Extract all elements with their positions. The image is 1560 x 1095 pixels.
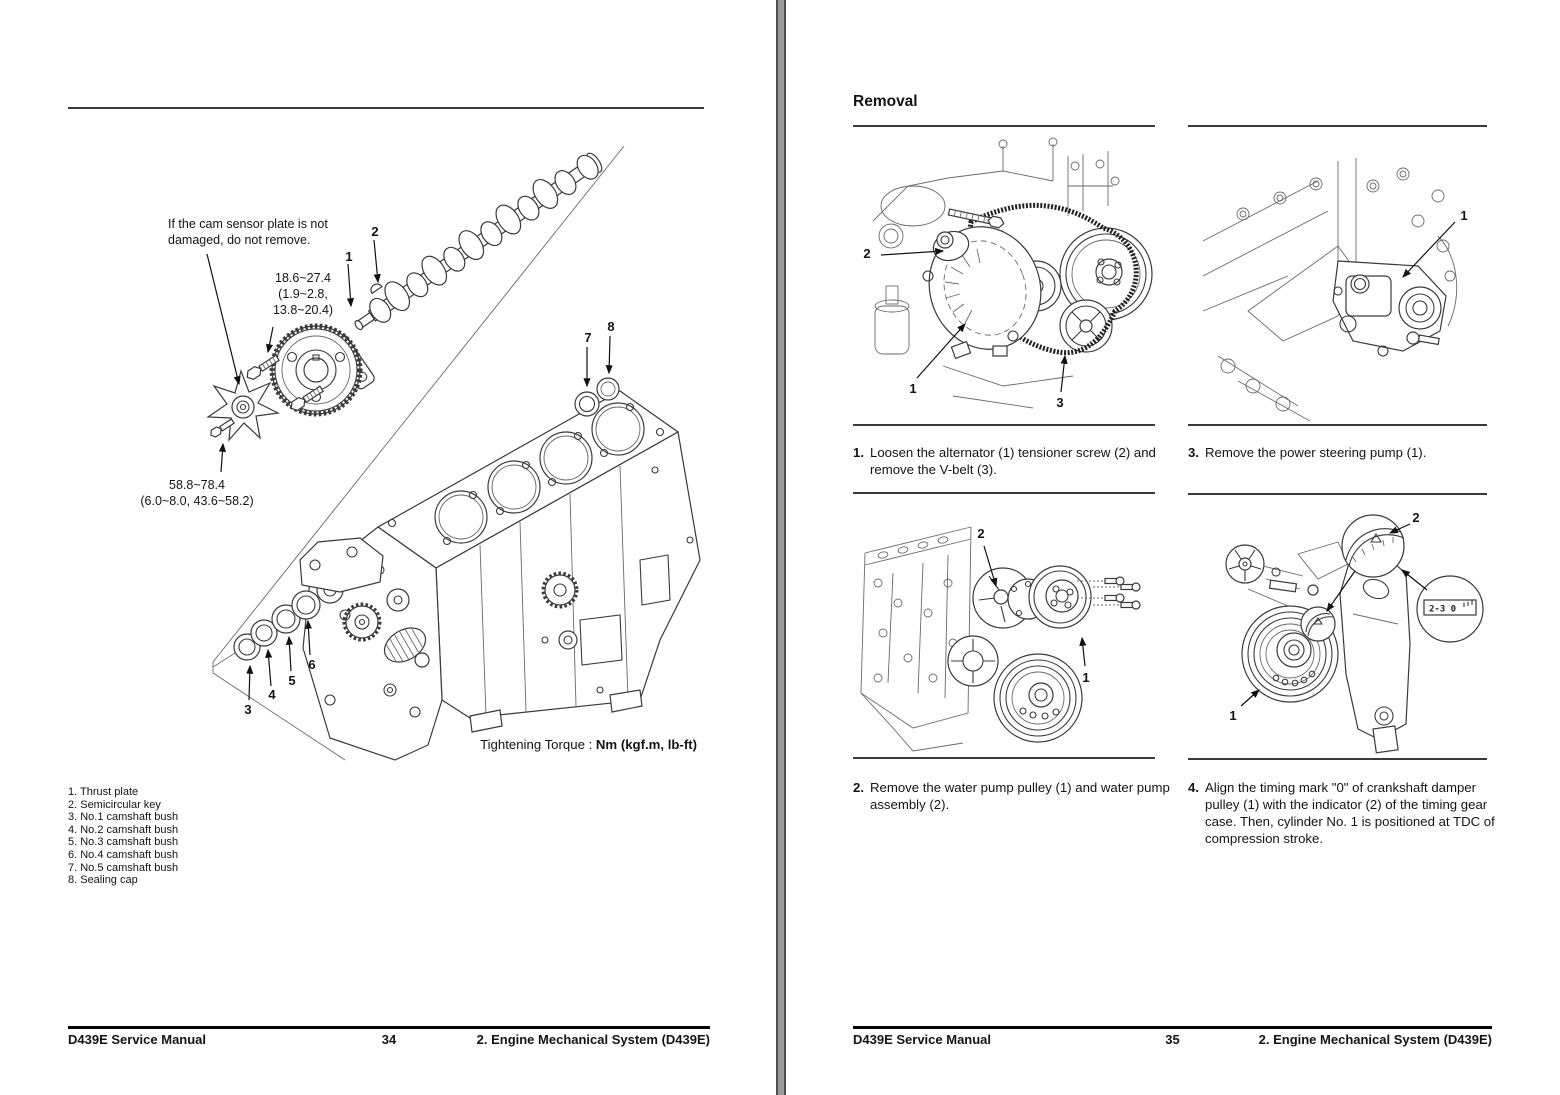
rule-col2-top <box>1188 125 1487 127</box>
camshaft <box>354 152 603 331</box>
callout-4: 4 <box>268 687 276 702</box>
sensor-plate-bolt <box>210 418 235 438</box>
page-left-footer: D439E Service Manual 34 2. Engine Mechan… <box>68 1032 710 1048</box>
page-right-footer: D439E Service Manual 35 2. Engine Mechan… <box>853 1032 1492 1048</box>
torque-spec-bottom: 58.8~78.4 (6.0~8.0, 43.6~58.2) <box>140 478 254 508</box>
parts-list-item: 5. No.3 camshaft bush <box>68 836 179 849</box>
gear-bolt <box>246 354 280 381</box>
rule-col1-mid1 <box>853 424 1155 426</box>
panel-timing-mark: 2-3 0 <box>1225 514 1484 754</box>
footer-page-number: 35 <box>1165 1032 1180 1047</box>
camshaft-exploded-diagram <box>206 145 701 761</box>
panel1-label-3: 3 <box>1056 395 1064 410</box>
step-1: 1. Loosen the alternator (1) tensioner s… <box>853 444 1172 478</box>
callout-5: 5 <box>288 673 296 688</box>
step-3: 3. Remove the power steering pump (1). <box>1188 444 1504 461</box>
page-divider <box>776 0 786 1095</box>
rule-col2-mid1 <box>1188 424 1487 426</box>
footer-section-title: 2. Engine Mechanical System (D439E) <box>1258 1032 1492 1047</box>
step-text: Loosen the alternator (1) tensioner scre… <box>870 445 1156 477</box>
panel3-label-2: 2 <box>977 526 985 541</box>
page-right-footer-rule <box>853 1026 1492 1029</box>
panel1-label-1: 1 <box>909 381 917 396</box>
callout-7: 7 <box>584 330 592 345</box>
camshaft-bushes <box>233 590 321 661</box>
footer-manual-title: D439E Service Manual <box>68 1032 207 1047</box>
panel4-label-1: 1 <box>1229 708 1237 723</box>
panel-alternator <box>872 137 1153 409</box>
panel-water-pump <box>860 526 1141 752</box>
page-left-top-rule <box>68 107 704 109</box>
rule-col2-mid2 <box>1188 493 1487 495</box>
step-number: 2. <box>853 780 864 795</box>
parts-list: 1. Thrust plate 2. Semicircular key 3. N… <box>68 786 178 887</box>
gear-bolt-2 <box>290 385 324 412</box>
tightening-torque-line: Tightening Torque : Nm (kgf.m, lb-ft) <box>480 737 697 752</box>
rule-col1-top <box>853 125 1155 127</box>
panel1-label-2: 2 <box>863 246 871 261</box>
torque-spec-top: 18.6~27.4 (1.9~2.8, 13.8~20.4) <box>272 271 334 317</box>
step-4: 4. Align the timing mark "0" of cranksha… <box>1188 779 1504 847</box>
step-text: Remove the power steering pump (1). <box>1205 445 1427 460</box>
parts-list-item: 7. No.5 camshaft bush <box>68 861 179 874</box>
callout-1: 1 <box>345 249 353 264</box>
step-text: Align the timing mark "0" of crankshaft … <box>1205 780 1495 846</box>
parts-list-item: 3. No.1 camshaft bush <box>68 811 179 824</box>
semicircular-key <box>370 283 383 295</box>
panel-power-steering <box>1202 158 1458 422</box>
footer-section-title: 2. Engine Mechanical System (D439E) <box>476 1032 710 1047</box>
step-text: Remove the water pump pulley (1) and wat… <box>870 780 1170 812</box>
rule-col1-mid2 <box>853 492 1155 494</box>
callout-8: 8 <box>607 319 615 334</box>
engine-block <box>299 390 701 761</box>
step-number: 1. <box>853 445 864 460</box>
cam-gear <box>269 323 363 417</box>
callout-2: 2 <box>371 224 379 239</box>
panel3-label-1: 1 <box>1082 670 1090 685</box>
parts-list-item: 4. No.2 camshaft bush <box>68 823 179 836</box>
timing-scale-text: 2-3 0 <box>1429 605 1456 615</box>
left-diagram-arrows <box>206 239 613 701</box>
cam-sensor-plate <box>206 369 281 442</box>
page-left-footer-rule <box>68 1026 710 1029</box>
parts-list-item: 6. No.4 camshaft bush <box>68 848 179 861</box>
panel4-label-2: 2 <box>1412 510 1420 525</box>
step-2: 2. Remove the water pump pulley (1) and … <box>853 779 1172 813</box>
rule-col1-bottom <box>853 757 1155 759</box>
panel2-label-1: 1 <box>1460 208 1468 223</box>
callout-6: 6 <box>308 657 316 672</box>
step-number: 3. <box>1188 445 1199 460</box>
rear-bush-and-cap <box>574 377 620 417</box>
cylinder-bores <box>434 402 645 544</box>
callout-3: 3 <box>244 702 252 717</box>
parts-list-item: 1. Thrust plate <box>68 786 139 798</box>
parts-list-item: 2. Semicircular key <box>68 798 161 811</box>
pump-bolts <box>1077 576 1141 610</box>
footer-manual-title: D439E Service Manual <box>853 1032 992 1047</box>
gasket-holes <box>387 402 665 546</box>
step-number: 4. <box>1188 780 1199 795</box>
cam-sensor-note: If the cam sensor plate is not damaged, … <box>168 217 328 247</box>
footer-page-number: 34 <box>381 1032 397 1047</box>
section-heading: Removal <box>853 93 918 110</box>
rule-col2-bottom <box>1188 758 1487 760</box>
parts-list-item: 8. Sealing cap <box>68 874 138 887</box>
